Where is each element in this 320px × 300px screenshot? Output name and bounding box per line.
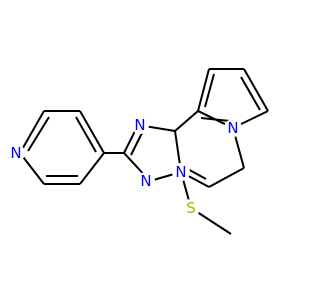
bond — [130, 130, 144, 156]
bond — [200, 117, 231, 122]
bond — [27, 116, 50, 152]
bond — [79, 152, 105, 185]
molecule-structure: N N N N N S — [7, 68, 269, 235]
atom-sulfur: S — [182, 199, 200, 217]
atom-pyrimidine-n: N — [224, 119, 242, 137]
atom-pyridine-n: N — [7, 144, 25, 162]
atom-bridge-n: N — [172, 163, 190, 181]
bond-layer — [19, 68, 269, 235]
bond — [240, 76, 261, 111]
atom-label: N — [227, 119, 238, 137]
bond — [19, 152, 45, 185]
atom-label: N — [175, 163, 186, 181]
bond — [174, 110, 199, 132]
bond — [208, 167, 245, 188]
atom-triazole-n1: N — [131, 116, 149, 134]
bond — [243, 68, 269, 112]
bond — [75, 116, 97, 153]
atom-label: N — [134, 116, 145, 134]
bond — [19, 110, 45, 154]
bond — [79, 110, 105, 154]
atom-label: S — [186, 199, 196, 217]
atom-layer: N N N N N S — [7, 116, 242, 217]
bond — [204, 73, 215, 108]
atom-label: N — [10, 144, 21, 162]
atom-triazole-n3: N — [137, 172, 155, 190]
atom-label: N — [140, 172, 151, 190]
bond — [197, 68, 210, 112]
